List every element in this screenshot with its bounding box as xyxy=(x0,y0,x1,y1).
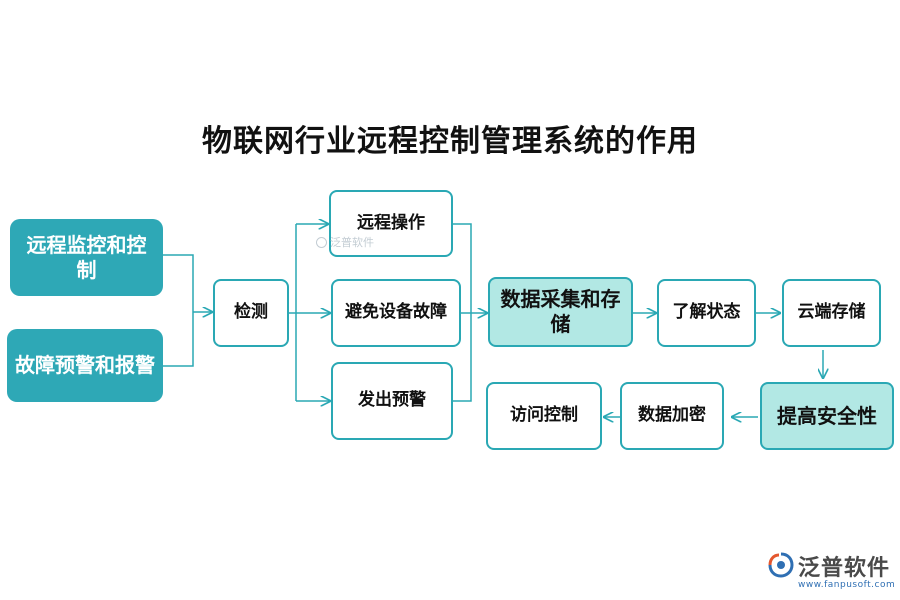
node-data-encrypt: 数据加密 xyxy=(620,382,724,450)
node-data-collect: 数据采集和存储 xyxy=(488,277,633,347)
brand-logo: 泛普软件 www.fanpusoft.com xyxy=(768,550,896,596)
node-avoid-fault: 避免设备故障 xyxy=(331,279,461,347)
node-access-control: 访问控制 xyxy=(486,382,602,450)
node-improve-security: 提高安全性 xyxy=(760,382,894,450)
fanpu-logo-icon xyxy=(768,552,794,578)
connector-fault-warning xyxy=(163,312,194,367)
watermark: 泛普软件 xyxy=(316,234,374,250)
node-issue-warning: 发出预警 xyxy=(331,362,453,440)
watermark-text: 泛普软件 xyxy=(330,236,374,249)
node-remote-monitor: 远程监控和控制 xyxy=(10,219,163,296)
node-detect: 检测 xyxy=(213,279,289,347)
logo-url: www.fanpusoft.com xyxy=(798,580,896,590)
node-remote-op: 远程操作 xyxy=(329,190,453,257)
node-fault-warning: 故障预警和报警 xyxy=(7,329,163,402)
logo-name: 泛普软件 xyxy=(798,556,891,581)
node-cloud-storage: 云端存储 xyxy=(782,279,881,347)
node-know-status: 了解状态 xyxy=(657,279,756,347)
watermark-icon xyxy=(316,236,327,248)
page-title: 物联网行业远程控制管理系统的作用 xyxy=(202,124,698,159)
connector-remote-monitor xyxy=(163,254,194,312)
